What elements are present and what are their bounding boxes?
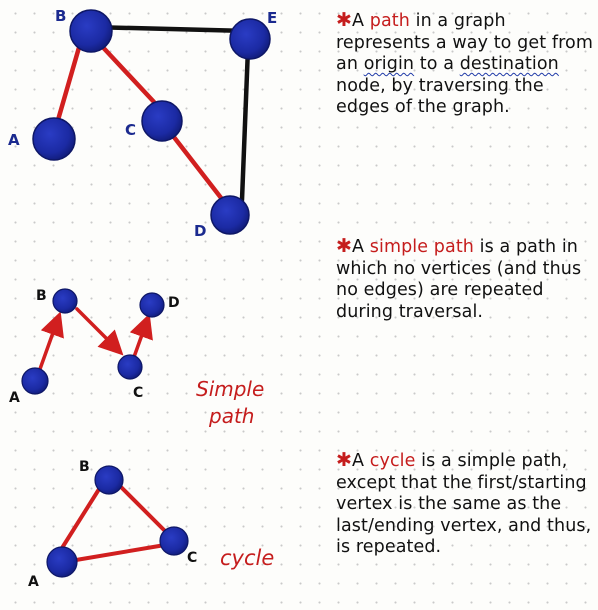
edge-a-b	[60, 484, 103, 550]
label-e: E	[267, 9, 277, 27]
node-b	[52, 288, 78, 314]
label-a: A	[9, 390, 20, 406]
note-text: to a	[414, 54, 460, 75]
label-b: B	[36, 288, 47, 304]
edge-c-d	[167, 129, 228, 206]
node-a	[21, 367, 49, 395]
label-c: C	[125, 121, 136, 139]
node-b	[94, 465, 124, 495]
node-c	[117, 354, 143, 380]
label-d: D	[194, 222, 206, 240]
note-text: in a graph represents a way to get from …	[336, 11, 593, 75]
node-c	[159, 526, 189, 556]
label-a: A	[28, 574, 39, 590]
edge-e-d	[239, 45, 251, 203]
edge-b-c	[95, 39, 157, 105]
note-text: is a simple path, except that the first/…	[336, 451, 592, 558]
edge-a-c	[74, 543, 167, 562]
note-text: A	[352, 237, 370, 257]
label-c: C	[133, 385, 143, 401]
label-b: B	[55, 7, 66, 25]
node-b	[69, 9, 113, 53]
note-path: ✱A path in a graph represents a way to g…	[336, 9, 594, 119]
arrow-c-d	[129, 313, 153, 359]
node-d	[210, 195, 250, 235]
note-text: is a path in which no vertices (and thus…	[336, 237, 582, 322]
path-graph: B E A C D	[8, 7, 277, 240]
cycle-graph: B A C cycle	[28, 459, 274, 590]
node-d	[139, 292, 165, 318]
node-e	[229, 18, 271, 60]
note-cycle: ✱A cycle is a simple path, except that t…	[336, 449, 594, 559]
label-d: D	[168, 295, 180, 311]
node-a	[46, 546, 78, 578]
note-simple-path: ✱A simple path is a path in which no ver…	[336, 235, 594, 323]
label-a: A	[8, 131, 20, 149]
term-destination: destination	[459, 54, 559, 75]
simple-path-graph: B D A C Simple path	[9, 288, 264, 428]
caption-path: path	[208, 404, 254, 428]
note-text: node, by traversing the edges of the gra…	[336, 75, 544, 118]
asterisk-icon: ✱	[336, 9, 353, 31]
node-a	[32, 117, 76, 161]
term-path: path	[369, 11, 410, 31]
arrow-b-c	[75, 307, 124, 356]
term-origin: origin	[363, 54, 415, 75]
node-c	[141, 100, 183, 142]
caption-simple: Simple	[196, 377, 264, 401]
caption-cycle: cycle	[220, 546, 274, 570]
term-simple-path: simple path	[369, 237, 474, 257]
label-b: B	[79, 459, 90, 475]
edge-b-a	[55, 41, 83, 123]
arrow-a-b	[38, 311, 64, 371]
edge-b-e	[87, 24, 251, 34]
note-text: A	[352, 451, 370, 471]
note-text: A	[352, 11, 370, 31]
edge-b-c	[118, 484, 168, 534]
label-c: C	[187, 550, 197, 566]
asterisk-icon: ✱	[336, 449, 353, 471]
term-cycle: cycle	[369, 451, 416, 471]
asterisk-icon: ✱	[336, 235, 353, 257]
